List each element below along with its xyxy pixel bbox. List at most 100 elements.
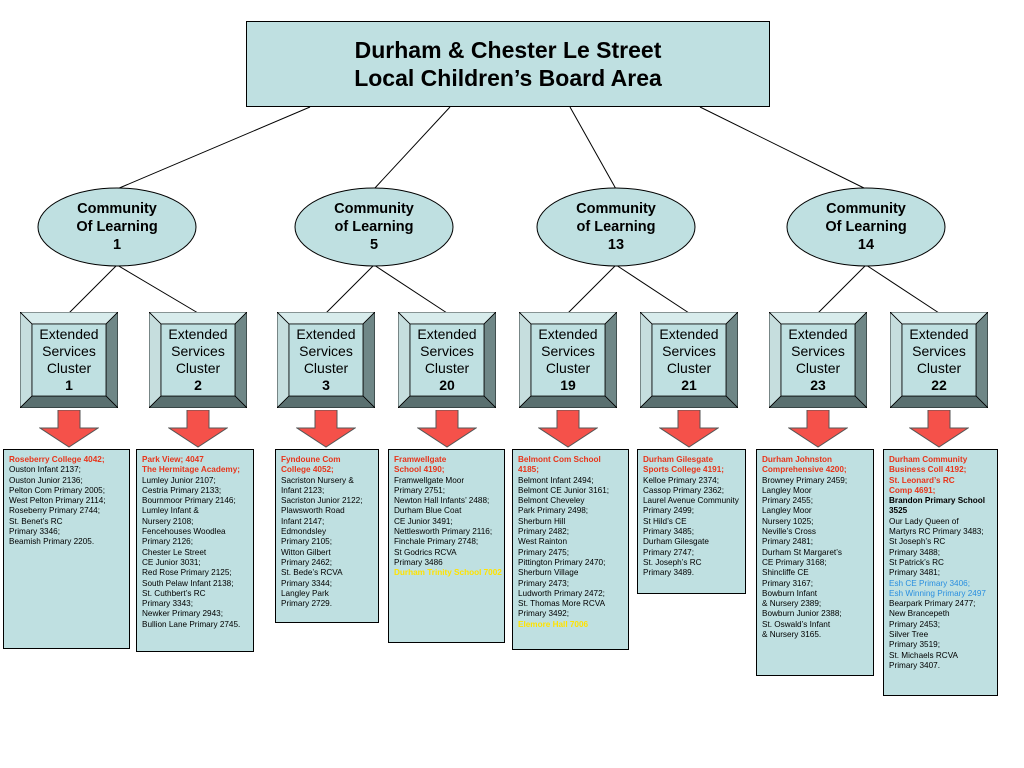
- extended-services-cluster-3: Extended Services Cluster 3: [277, 312, 375, 408]
- community-of-learning-5: Community of Learning 5: [294, 187, 454, 267]
- cluster-line-3: Cluster: [175, 360, 221, 376]
- connector-line: [699, 106, 867, 190]
- school-entry: Primary 3519;: [889, 640, 940, 650]
- cluster-number: 23: [810, 377, 826, 393]
- school-entry: Infant 2123;: [281, 485, 325, 495]
- connector-line: [116, 264, 199, 314]
- school-entry: Primary 3407.: [889, 660, 940, 670]
- cluster-line-2: Services: [912, 343, 966, 359]
- cluster-bevel-frame: [398, 312, 496, 408]
- school-entry: Sports College 4191;: [643, 465, 724, 475]
- school-entry: Shincliffe CE: [762, 568, 809, 578]
- school-entry: St. Joseph’s RC: [643, 557, 702, 567]
- school-entry: Edmondsley: [281, 527, 327, 537]
- school-entry: Kelloe Primary 2374;: [643, 475, 719, 485]
- school-entry: Durham Trinity School 7002: [394, 568, 502, 578]
- cluster-bevel-frame: [149, 312, 247, 408]
- school-entry: Primary 3488;: [889, 547, 940, 557]
- school-entry: Ouston Infant 2137;: [9, 465, 81, 475]
- cluster-number: 2: [194, 377, 202, 393]
- connector-line: [373, 106, 451, 190]
- school-entry: St Hild’s CE: [643, 516, 687, 526]
- school-entry: Brandon Primary School: [889, 496, 985, 506]
- school-entry: Primary 2482;: [518, 527, 569, 537]
- school-entry: Langley Moor: [762, 506, 812, 516]
- cluster-line-1: Extended: [788, 326, 848, 342]
- school-entry: St Patrick’s RC: [889, 557, 944, 567]
- school-entry: Bullion Lane Primary 2745.: [142, 619, 241, 629]
- cluster-bevel-frame: [640, 312, 738, 408]
- community-of-learning-1: Community Of Learning 1: [37, 187, 197, 267]
- down-arrow-icon: [909, 410, 969, 448]
- school-entry: Sherburn Village: [518, 568, 579, 578]
- cluster-line-2: Services: [299, 343, 353, 359]
- community-ellipse: [786, 187, 946, 267]
- cluster-number: 1: [65, 377, 73, 393]
- school-entry: Cestria Primary 2133;: [142, 485, 222, 495]
- community-ellipse: [294, 187, 454, 267]
- title-line-1: Durham & Chester Le Street: [354, 37, 662, 63]
- school-entry: Belmont CE Junior 3161;: [518, 485, 610, 495]
- down-arrow-icon: [788, 410, 848, 448]
- cluster-line-2: Services: [171, 343, 225, 359]
- school-entry: New Brancepeth: [889, 609, 950, 619]
- school-entry: CE Primary 3168;: [762, 557, 827, 567]
- connector-line: [615, 264, 690, 314]
- cluster-line-2: Services: [662, 343, 716, 359]
- school-entry: Durham Gilesgate: [643, 537, 709, 547]
- school-entry: Durham St Margaret’s: [762, 547, 842, 557]
- cluster-line-3: Cluster: [795, 360, 841, 376]
- school-entry: Lumley Infant &: [142, 506, 199, 516]
- school-entry: South Pelaw Infant 2138;: [142, 578, 234, 588]
- cluster-number: 19: [560, 377, 576, 393]
- community-line-2: of Learning: [334, 219, 414, 235]
- connector-line: [116, 106, 311, 190]
- school-entry: Primary 3346;: [9, 527, 60, 537]
- cluster-line-1: Extended: [39, 326, 99, 342]
- school-entry: Primary 2105;: [281, 537, 332, 547]
- school-entry: Esh Winning Primary 2497: [889, 588, 986, 598]
- school-entry: Primary 3481;: [889, 568, 940, 578]
- school-entry: Primary 3167;: [762, 578, 813, 588]
- school-entry: Durham Community: [889, 455, 968, 464]
- extended-services-cluster-19: Extended Services Cluster 19: [519, 312, 617, 408]
- board-area-title-box: Durham & Chester Le Street Local Childre…: [246, 21, 770, 107]
- school-entry: Primary 2462;: [281, 557, 332, 567]
- school-entry: Roseberry Primary 2744;: [9, 506, 101, 516]
- school-entry: Primary 2747;: [643, 547, 694, 557]
- extended-services-cluster-23: Extended Services Cluster 23: [769, 312, 867, 408]
- school-entry: Park View; 4047: [142, 455, 204, 464]
- school-entry: Witton Gilbert: [281, 547, 331, 557]
- school-entry: Bowburn Infant: [762, 588, 818, 598]
- school-entry: Elemore Hall 7006: [518, 619, 589, 629]
- school-entry: St. Michaels RCVA: [889, 650, 959, 660]
- school-entry: Newker Primary 2943;: [142, 609, 223, 619]
- cluster-line-3: Cluster: [916, 360, 962, 376]
- school-entry: Primary 3486: [394, 557, 443, 567]
- community-line-1: Community: [576, 201, 656, 217]
- school-entry: Primary 2126;: [142, 537, 193, 547]
- cluster-line-2: Services: [420, 343, 474, 359]
- cluster-bevel-frame: [890, 312, 988, 408]
- community-number: 1: [112, 237, 122, 253]
- extended-services-cluster-20: Extended Services Cluster 20: [398, 312, 496, 408]
- cluster-line-2: Services: [541, 343, 595, 359]
- school-entry: Nursery 2108;: [142, 516, 194, 526]
- school-entry: Fencehouses Woodlea: [142, 527, 226, 537]
- down-arrow-icon: [168, 410, 228, 448]
- community-line-2: Of Learning: [76, 219, 158, 235]
- connector-line: [68, 264, 118, 314]
- down-arrow-icon: [538, 410, 598, 448]
- down-arrow-icon: [296, 410, 356, 448]
- school-entry: Belmont Com School: [518, 455, 601, 464]
- extended-services-cluster-1: Extended Services Cluster 1: [20, 312, 118, 408]
- school-entry: Newton Hall Infants’ 2488;: [394, 496, 490, 506]
- school-entry: Pittington Primary 2470;: [518, 557, 606, 567]
- down-arrow-icon: [417, 410, 477, 448]
- school-entry: Durham Gilesgate: [643, 455, 714, 464]
- school-entry: Lumley Junior 2107;: [142, 475, 216, 485]
